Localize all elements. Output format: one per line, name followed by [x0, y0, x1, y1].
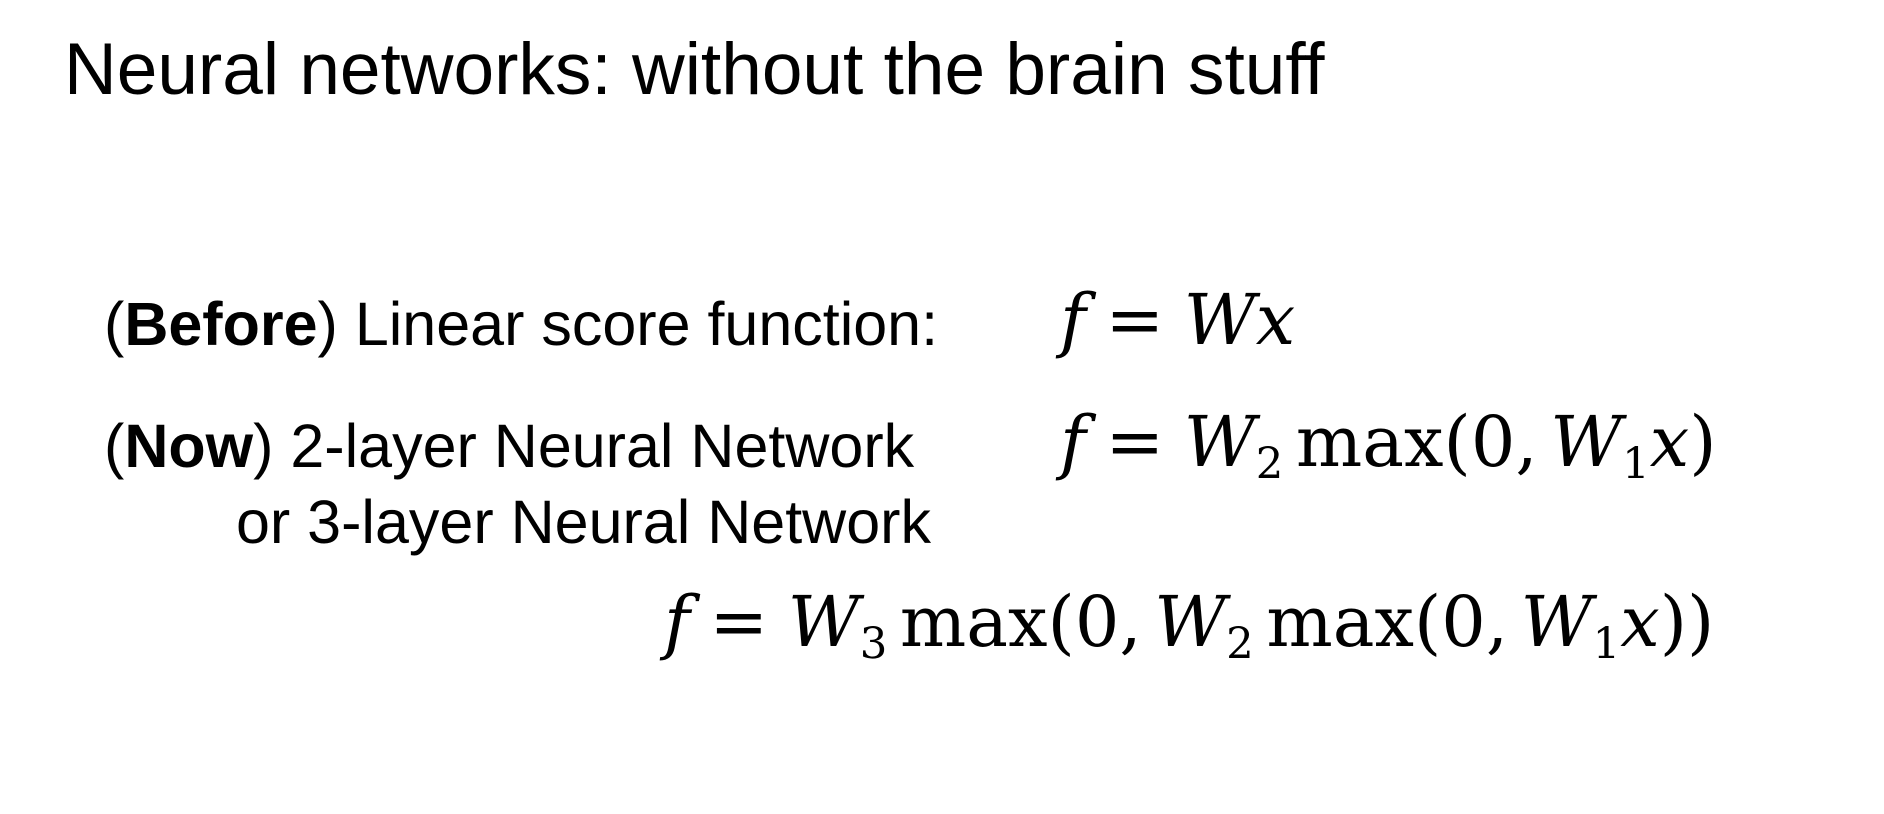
before-line: (Before) Linear score function: [104, 288, 938, 360]
or-line: or 3-layer Neural Network [236, 488, 931, 556]
eq-subscript: 1 [1622, 439, 1650, 490]
eq-lhs: f [1060, 279, 1086, 361]
eq-subscript: 1 [1592, 619, 1621, 670]
eq-max-function: max [1295, 401, 1444, 483]
linear-score-equation: f=Wx [1060, 280, 1295, 360]
eq-close: )) [1659, 581, 1715, 663]
eq-open: (0, [1047, 581, 1142, 663]
eq-input: x [1620, 581, 1660, 663]
now-open-paren: ( [104, 412, 125, 480]
eq-input: x [1649, 401, 1690, 483]
now-label: Now [124, 412, 254, 480]
eq-lhs: f [1060, 401, 1086, 483]
now-line: (Now) 2-layer Neural Network [104, 410, 914, 482]
eq-max-function: max [899, 581, 1048, 663]
eq-weight: W [1520, 581, 1593, 663]
before-close-paren: ) [317, 290, 338, 358]
eq-subscript: 2 [1226, 619, 1254, 670]
before-label: Before [124, 290, 318, 358]
eq-weight: W [1154, 581, 1227, 663]
eq-subscript: 2 [1255, 439, 1284, 490]
eq-equals: = [709, 581, 769, 663]
now-close-paren: ) [253, 412, 274, 480]
eq-close: ) [1689, 401, 1717, 483]
eq-max-function: max [1266, 581, 1414, 663]
eq-weight: W [1183, 401, 1256, 483]
eq-weight: W [1550, 401, 1623, 483]
before-description: Linear score function: [337, 290, 939, 358]
eq-open: (0, [1443, 401, 1538, 483]
eq-open: (0, [1413, 581, 1509, 663]
slide-title: Neural networks: without the brain stuff [64, 29, 1325, 110]
now-description: 2-layer Neural Network [273, 412, 915, 480]
before-open-paren: ( [104, 290, 125, 358]
eq-equals: = [1105, 401, 1165, 483]
eq-input: x [1255, 279, 1296, 361]
eq-weight: W [787, 581, 860, 663]
eq-weight: W [1183, 279, 1256, 361]
eq-equals: = [1105, 279, 1165, 361]
eq-lhs: f [664, 581, 690, 663]
eq-subscript: 3 [859, 619, 888, 670]
